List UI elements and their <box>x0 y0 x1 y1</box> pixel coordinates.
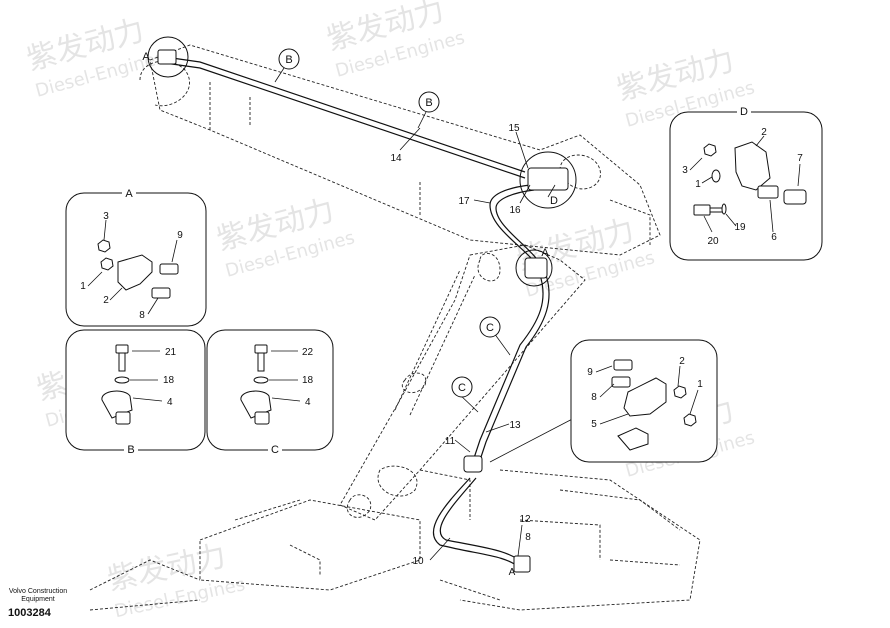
callout-main-13: 13 <box>509 420 521 431</box>
callout-main-10: 10 <box>412 556 424 567</box>
main-callout-circles <box>278 48 501 398</box>
callout-main-12: 12 <box>519 514 531 525</box>
detail-view-c: C 22 18 4 <box>206 329 334 457</box>
view-e-part-5: 5 <box>591 419 597 430</box>
callout-main-a-bottom: A <box>509 567 516 578</box>
view-e-part-9: 9 <box>587 367 593 378</box>
detail-view-bracket: 9 2 8 1 5 <box>570 339 718 463</box>
view-c-letter: C <box>271 444 279 456</box>
view-b-letter: B <box>127 444 134 456</box>
view-d-part-2: 2 <box>761 127 767 138</box>
footer: Volvo Construction Equipment 1003284 <box>8 588 68 619</box>
view-a-part-3: 3 <box>103 211 109 222</box>
view-e-part-2: 2 <box>679 356 685 367</box>
view-c-part-22: 22 <box>302 347 314 358</box>
callout-main-8: 8 <box>525 532 531 543</box>
callout-main-b2: B <box>425 97 432 109</box>
callout-main-c1: C <box>486 322 494 334</box>
view-a-part-1: 1 <box>80 281 86 292</box>
callout-main-a-mid: A <box>541 247 549 259</box>
callout-main-b1: B <box>285 54 292 66</box>
main-callouts: A B B C C D A 10 11 12 13 14 15 16 17 8 … <box>142 51 558 578</box>
callout-main-14: 14 <box>390 153 402 164</box>
part-number: 1003284 <box>8 607 51 619</box>
leader-lines <box>274 67 581 561</box>
view-e-part-8: 8 <box>591 392 597 403</box>
brand-line-2: Equipment <box>21 596 55 603</box>
view-b-part-21: 21 <box>165 347 177 358</box>
excavator-outline <box>89 44 701 611</box>
view-a-part-9: 9 <box>177 230 183 241</box>
callout-main-d: D <box>550 195 558 207</box>
view-e-part-1: 1 <box>697 379 703 390</box>
detail-circles <box>147 36 577 287</box>
view-d-part-7: 7 <box>797 153 803 164</box>
view-d-letter: D <box>740 106 748 118</box>
view-d-part-20: 20 <box>707 236 719 247</box>
detail-view-b: B 21 18 4 <box>65 329 206 457</box>
detail-view-a: A 3 9 1 2 8 <box>65 186 207 327</box>
callout-main-11: 11 <box>445 436 456 447</box>
view-d-part-6: 6 <box>771 232 777 243</box>
view-d-part-19: 19 <box>734 222 746 233</box>
view-c-part-18: 18 <box>302 375 314 386</box>
view-d-part-1: 1 <box>695 179 701 190</box>
callout-main-a-top: A <box>142 51 150 63</box>
view-a-part-2: 2 <box>103 295 109 306</box>
callout-main-c2: C <box>458 382 466 394</box>
view-b-part-18: 18 <box>163 375 175 386</box>
main-fittings <box>157 49 569 573</box>
callout-main-16: 16 <box>509 205 521 216</box>
hydraulic-hoses <box>164 56 550 569</box>
brand-line-1: Volvo Construction <box>8 588 68 595</box>
view-c-part-4: 4 <box>305 397 311 408</box>
view-a-letter: A <box>125 188 133 200</box>
callout-main-17: 17 <box>458 196 470 207</box>
callout-main-15: 15 <box>508 123 520 134</box>
view-b-part-4: 4 <box>167 397 173 408</box>
view-d-part-3: 3 <box>682 165 688 176</box>
detail-view-d: D 2 3 1 7 20 19 6 <box>669 104 823 261</box>
view-a-part-8: 8 <box>139 310 145 321</box>
